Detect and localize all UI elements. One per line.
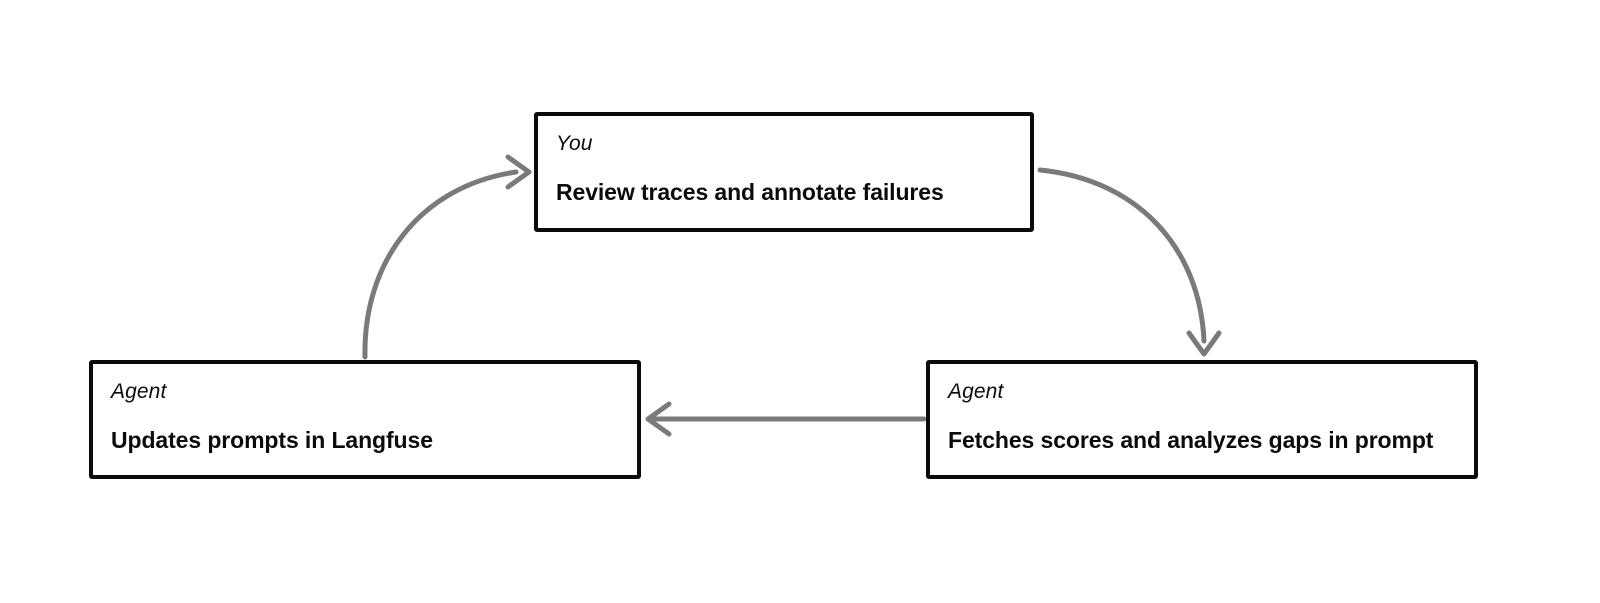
node-role-label: You	[556, 132, 593, 155]
node-updates-prompts[interactable]: Agent Updates prompts in Langfuse	[89, 360, 641, 479]
node-title-label: Updates prompts in Langfuse	[111, 427, 433, 454]
edge-analyze-to-update	[645, 401, 927, 437]
edge-update-to-review	[362, 154, 532, 360]
node-review-traces[interactable]: You Review traces and annotate failures	[534, 112, 1034, 232]
edge-review-to-analyze-line	[1037, 167, 1207, 344]
node-fetches-scores[interactable]: Agent Fetches scores and analyzes gaps i…	[926, 360, 1478, 479]
node-title-label: Fetches scores and analyzes gaps in prom…	[948, 427, 1434, 454]
edge-update-to-review-arrowhead	[505, 154, 532, 190]
edge-review-to-analyze	[1037, 167, 1222, 357]
edge-review-to-analyze-arrowhead	[1186, 330, 1222, 357]
edge-update-to-review-line	[362, 169, 519, 360]
node-role-label: Agent	[111, 380, 167, 403]
edge-analyze-to-update-arrowhead	[645, 401, 672, 437]
node-title-label: Review traces and annotate failures	[556, 179, 944, 206]
node-role-label: Agent	[948, 380, 1004, 403]
